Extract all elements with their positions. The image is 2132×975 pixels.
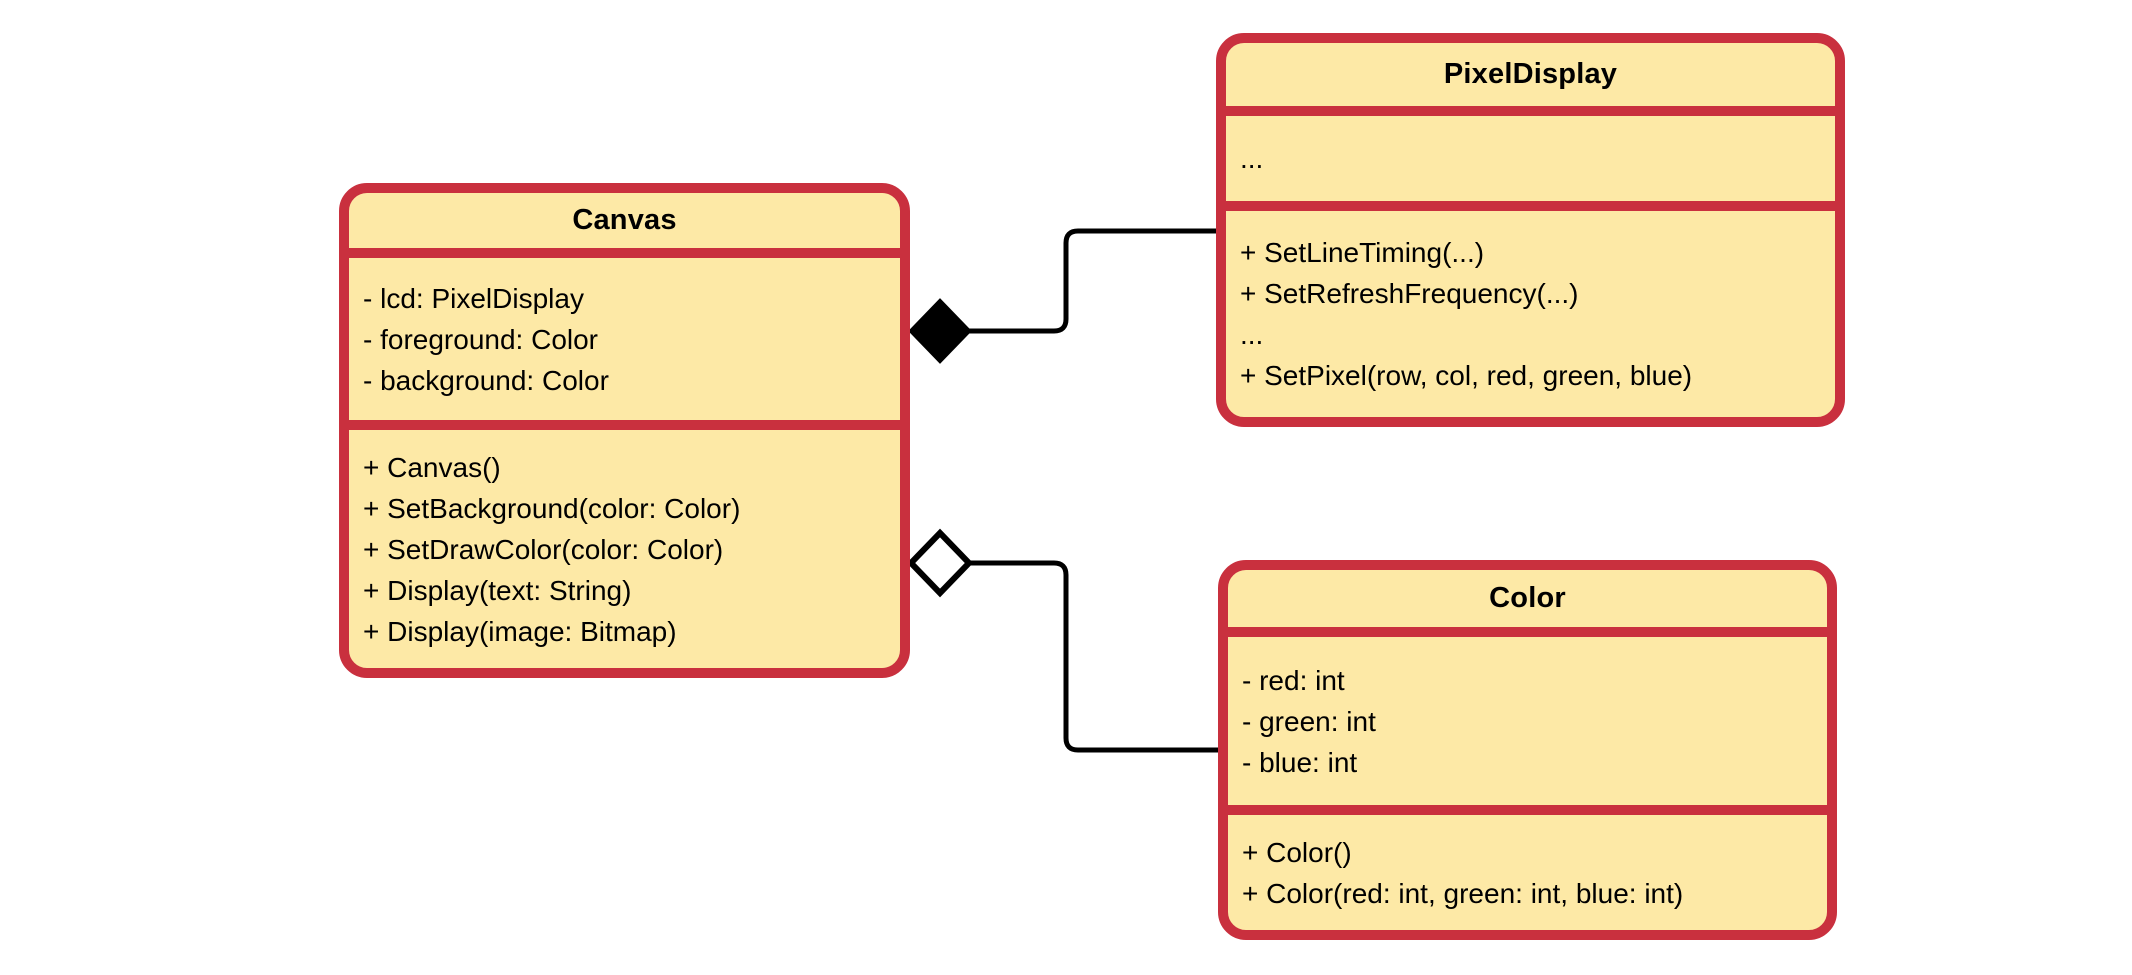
method-line: + Canvas() [363, 451, 501, 483]
aggregation-hollow-diamond-icon [906, 528, 974, 598]
attribute-line: - green: int [1242, 705, 1376, 737]
attribute-line: - background: Color [363, 364, 609, 396]
class-box-pixeldisplay: PixelDisplay ... + SetLineTiming(...) + … [1216, 33, 1845, 427]
attribute-line: - lcd: PixelDisplay [363, 282, 584, 314]
method-line: + Color(red: int, green: int, blue: int) [1242, 877, 1684, 909]
class-title-pixeldisplay: PixelDisplay [1226, 43, 1835, 116]
pixeldisplay-attributes-section: ... [1226, 116, 1835, 211]
canvas-attributes-section: - lcd: PixelDisplay - foreground: Color … [349, 258, 900, 430]
method-line: + Color() [1242, 836, 1352, 868]
attribute-line: ... [1240, 143, 1264, 174]
class-title-color: Color [1228, 570, 1827, 637]
method-line: + SetDrawColor(color: Color) [363, 533, 724, 565]
attribute-line: - red: int [1242, 664, 1345, 696]
aggregation-connector-line [966, 560, 1220, 753]
method-line: + Display(text: String) [363, 574, 632, 606]
class-box-canvas: Canvas - lcd: PixelDisplay - foreground:… [339, 183, 910, 678]
method-line: + SetLineTiming(...) [1240, 237, 1485, 268]
method-line: + SetRefreshFrequency(...) [1240, 278, 1579, 309]
class-title-canvas: Canvas [349, 193, 900, 258]
composition-filled-diamond-icon [908, 298, 972, 364]
method-line: + Display(image: Bitmap) [363, 615, 677, 647]
class-box-color: Color - red: int - green: int - blue: in… [1218, 560, 1837, 940]
color-attributes-section: - red: int - green: int - blue: int [1228, 637, 1827, 815]
method-line: + SetBackground(color: Color) [363, 492, 741, 524]
attribute-line: - foreground: Color [363, 323, 599, 355]
canvas-methods-section: + Canvas() + SetBackground(color: Color)… [349, 430, 900, 668]
composition-connector-line [966, 228, 1218, 334]
pixeldisplay-methods-section: + SetLineTiming(...) + SetRefreshFrequen… [1226, 211, 1835, 417]
method-line: ... [1240, 319, 1264, 350]
color-methods-section: + Color() + Color(red: int, green: int, … [1228, 815, 1827, 930]
method-line: + SetPixel(row, col, red, green, blue) [1240, 360, 1693, 391]
attribute-line: - blue: int [1242, 746, 1358, 778]
